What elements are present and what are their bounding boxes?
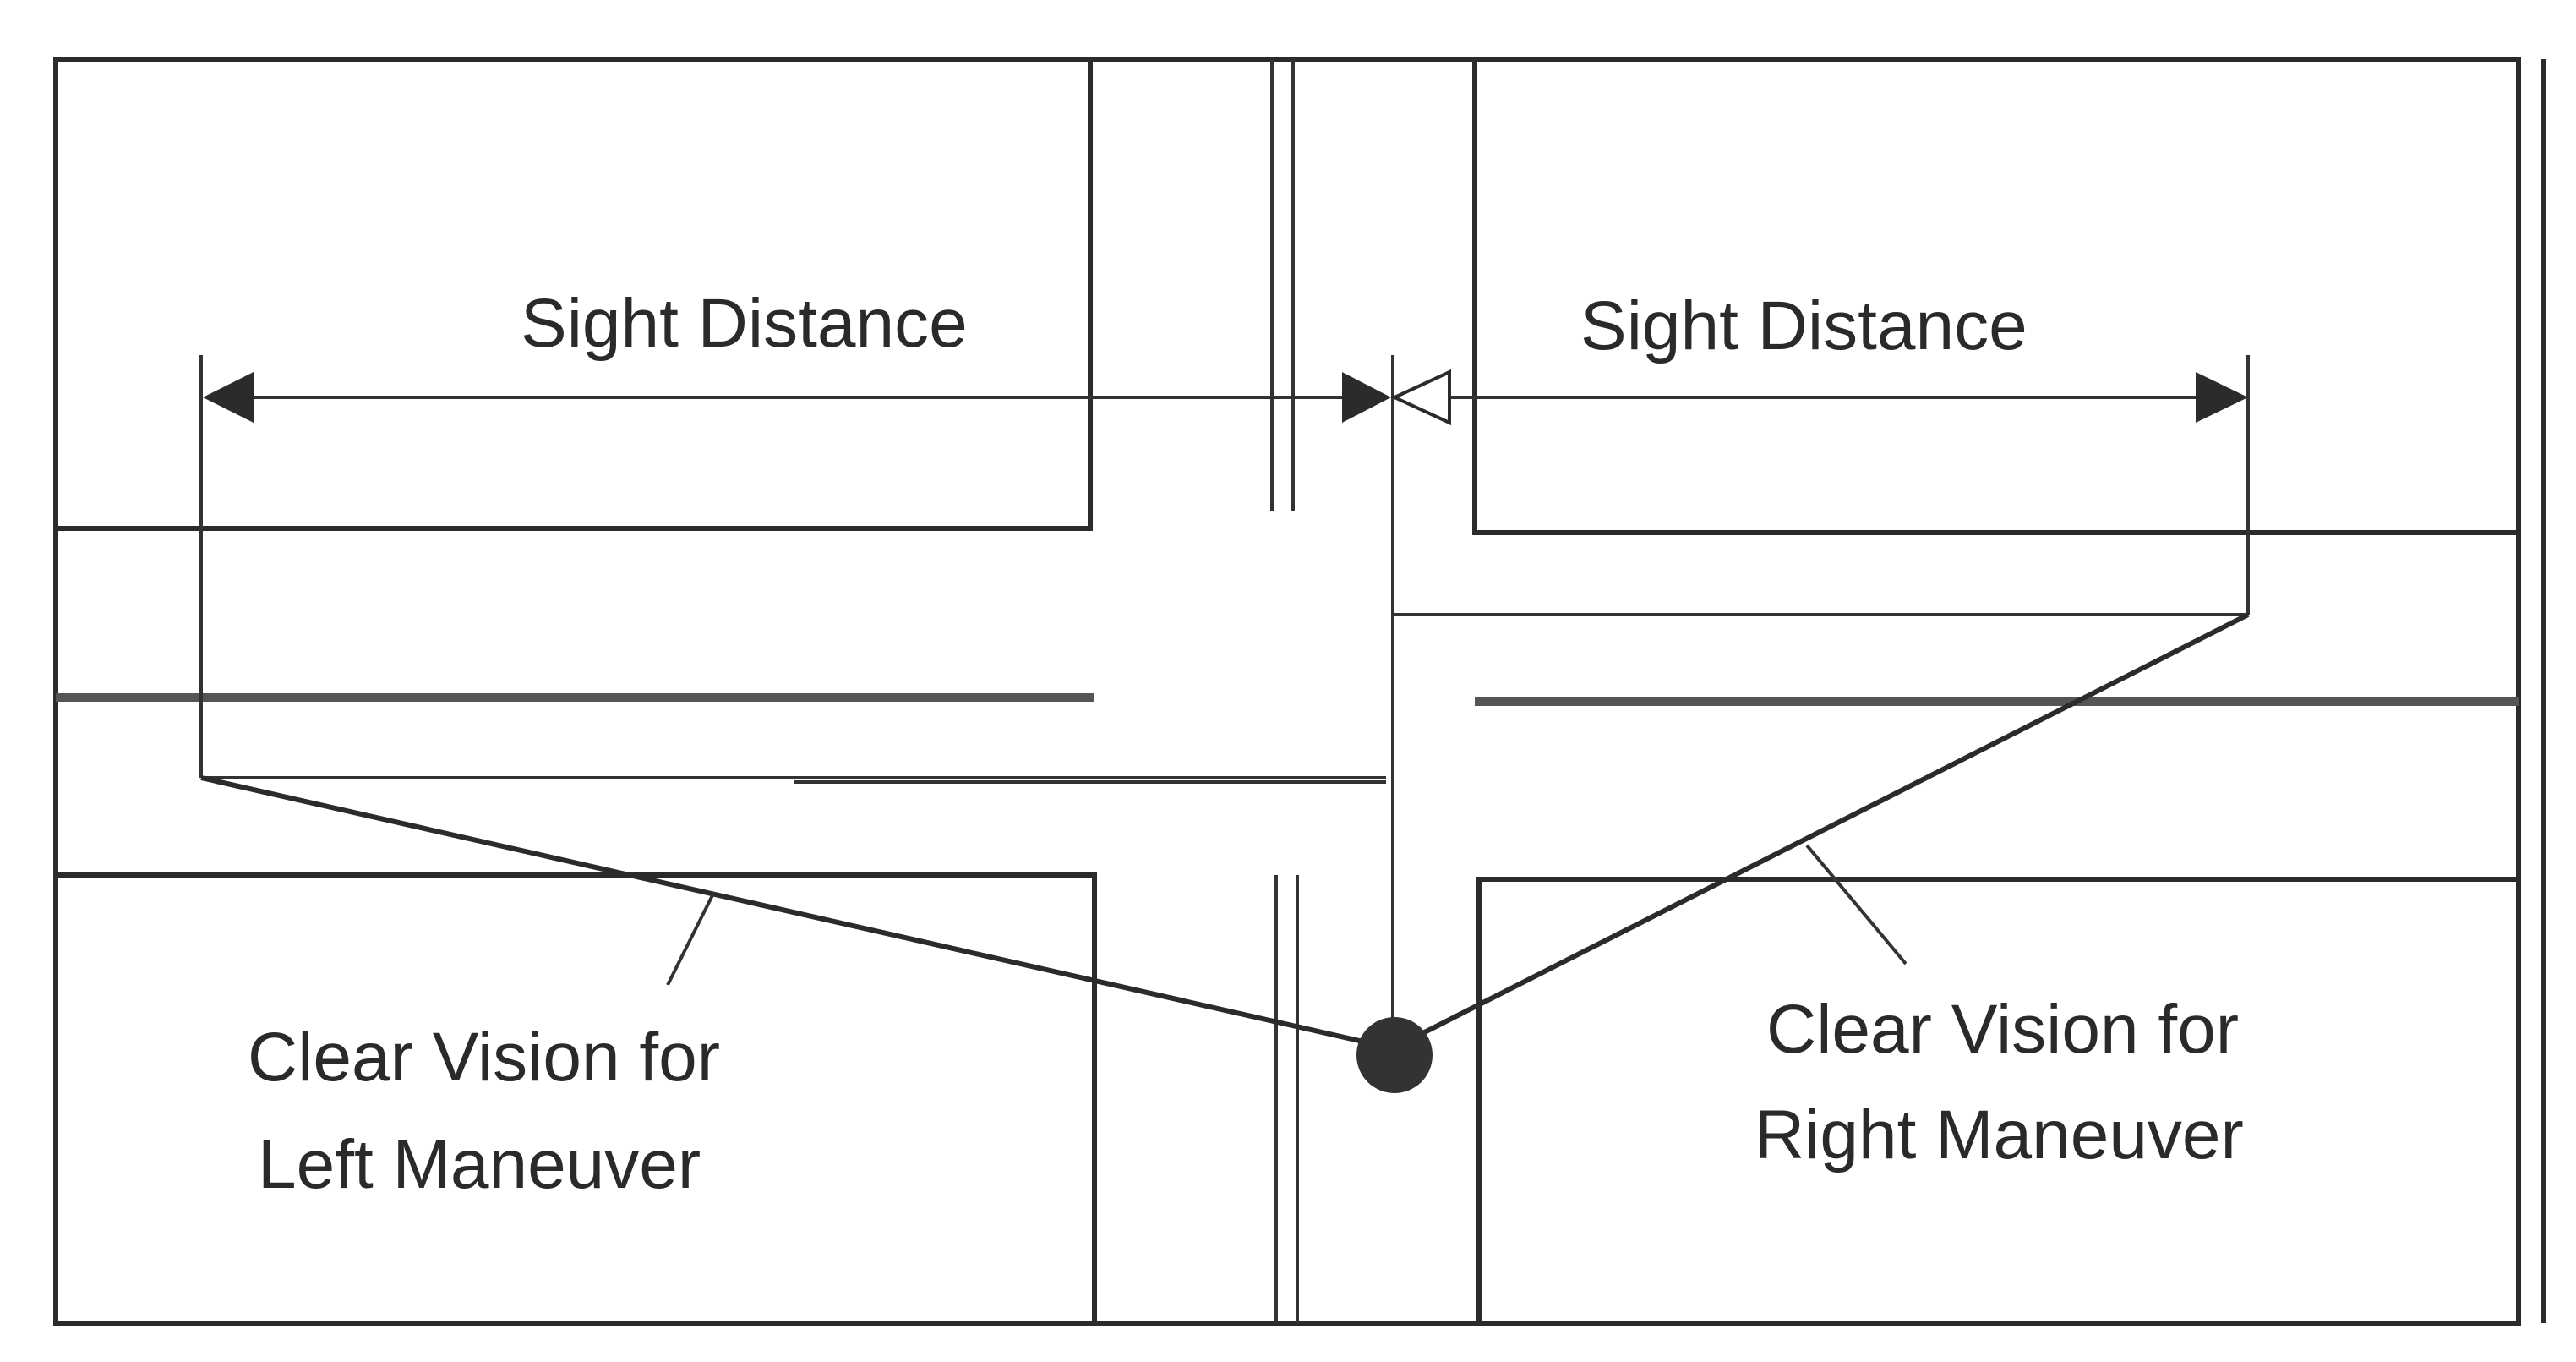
block-top-left [56, 59, 1093, 531]
left-clear-vision-line [200, 775, 1394, 1051]
right-leader-line [1805, 844, 1907, 965]
left-arrow-head-left [203, 372, 254, 423]
vehicle-dot [1356, 1017, 1433, 1093]
clear-vision-left-line2: Left Maneuver [258, 1126, 701, 1203]
sight-distance-left-label: Sight Distance [521, 285, 968, 362]
block-top-right [1472, 59, 2519, 535]
block-bottom-left [56, 872, 1097, 1323]
right-arrow-head-right [2196, 372, 2248, 423]
right-arrow-head-left [1390, 369, 1451, 426]
left-leader-line [666, 891, 716, 986]
clear-vision-right-line2: Right Maneuver [1755, 1097, 2244, 1173]
outer-frame [53, 57, 2521, 1326]
left-arrow-head-right [1342, 372, 1391, 423]
clear-vision-right-line1: Clear Vision for [1766, 991, 2239, 1068]
block-bottom-right [1476, 877, 2519, 1323]
clear-vision-left-line1: Clear Vision for [248, 1019, 720, 1096]
right-clear-vision-line [1391, 612, 2250, 1051]
sight-distance-right-label: Sight Distance [1580, 287, 2028, 364]
